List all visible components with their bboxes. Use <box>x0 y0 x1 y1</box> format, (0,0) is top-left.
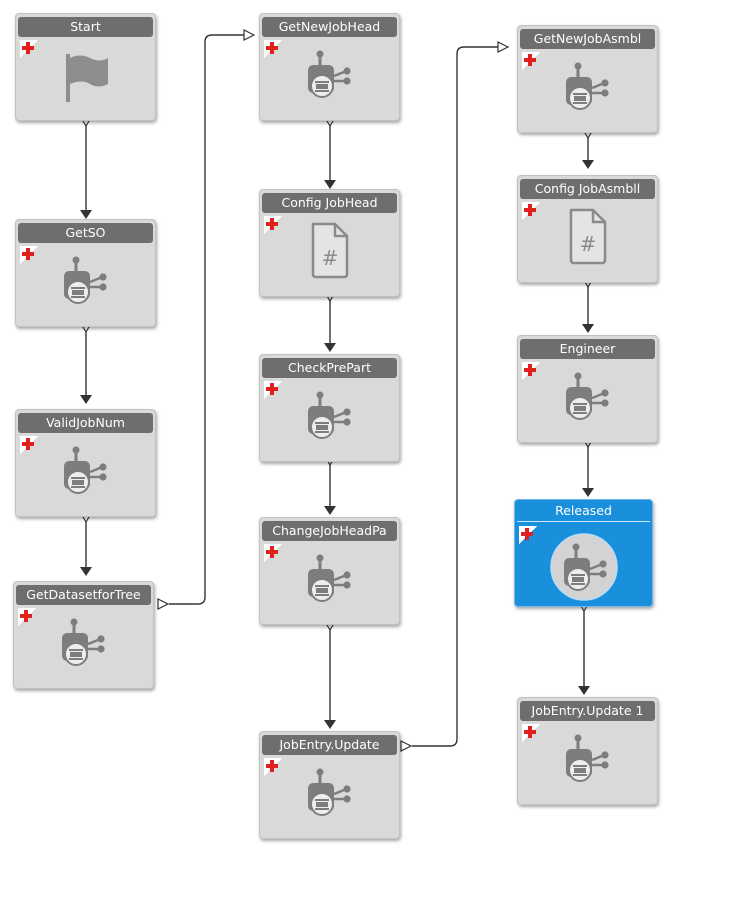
robot-icon <box>63 446 107 494</box>
add-icon[interactable] <box>264 544 282 562</box>
node-getdatasetfortree[interactable]: GetDatasetforTree <box>13 581 154 689</box>
output-port <box>157 598 170 610</box>
node-title: Engineer <box>520 339 655 359</box>
arrowhead <box>80 395 92 404</box>
node-engineer[interactable]: Engineer <box>517 335 658 443</box>
hash-document-icon: # <box>311 222 348 279</box>
robot-icon <box>549 533 618 601</box>
node-title: GetSO <box>18 223 153 243</box>
add-icon[interactable] <box>522 362 540 380</box>
robot-icon <box>565 734 609 782</box>
node-released-selected[interactable]: Released <box>514 499 653 607</box>
add-icon[interactable] <box>20 436 38 454</box>
robot-icon <box>565 372 609 420</box>
add-icon[interactable] <box>264 40 282 58</box>
robot-icon <box>307 554 351 602</box>
input-port <box>243 29 256 41</box>
svg-text:#: # <box>579 232 596 256</box>
arrowhead <box>582 488 594 497</box>
node-title: Config JobAsmbll <box>520 179 655 199</box>
add-icon[interactable] <box>20 40 38 58</box>
node-title: Config JobHead <box>262 193 397 213</box>
node-title: Start <box>18 17 153 37</box>
node-title: ChangeJobHeadPa <box>262 521 397 541</box>
add-icon[interactable] <box>522 202 540 220</box>
node-changejobheadpa[interactable]: ChangeJobHeadPa <box>259 517 400 625</box>
node-title: CheckPrePart <box>262 358 397 378</box>
arrowhead <box>80 210 92 219</box>
arrowhead <box>578 686 590 695</box>
node-validjobnum[interactable]: ValidJobNum <box>15 409 156 517</box>
arrowhead <box>324 343 336 352</box>
add-icon[interactable] <box>20 246 38 264</box>
node-title: ValidJobNum <box>18 413 153 433</box>
node-jobentryupdate[interactable]: JobEntry.Update <box>259 731 400 839</box>
arrowhead <box>324 720 336 729</box>
arrowhead <box>324 180 336 189</box>
arrowhead <box>582 324 594 333</box>
arrowhead <box>80 567 92 576</box>
node-start[interactable]: Start <box>15 13 156 121</box>
robot-icon <box>307 50 351 98</box>
add-icon[interactable] <box>264 758 282 776</box>
node-title: Released <box>517 501 650 522</box>
hash-document-icon: # <box>569 208 606 265</box>
arrowhead <box>324 506 336 515</box>
node-title: JobEntry.Update 1 <box>520 701 655 721</box>
node-title: JobEntry.Update <box>262 735 397 755</box>
node-title: GetNewJobHead <box>262 17 397 37</box>
flag-icon <box>65 54 108 102</box>
node-getnewjobasmbl[interactable]: GetNewJobAsmbl <box>517 25 658 133</box>
node-getso[interactable]: GetSO <box>15 219 156 327</box>
add-icon[interactable] <box>18 608 36 626</box>
connector-getdataset-getnewjobhead <box>169 34 244 605</box>
add-icon[interactable] <box>522 724 540 742</box>
node-title: GetNewJobAsmbl <box>520 29 655 49</box>
add-icon[interactable] <box>522 52 540 70</box>
robot-icon <box>61 618 105 666</box>
add-icon[interactable] <box>264 216 282 234</box>
node-configjobhead[interactable]: Config JobHead # <box>259 189 400 297</box>
robot-icon <box>307 768 351 816</box>
input-port <box>497 41 510 53</box>
robot-icon <box>63 256 107 304</box>
node-configjobasmbll[interactable]: Config JobAsmbll # <box>517 175 658 283</box>
node-jobentryupdate-1[interactable]: JobEntry.Update 1 <box>517 697 658 805</box>
node-checkprepart[interactable]: CheckPrePart <box>259 354 400 462</box>
output-port <box>400 740 413 752</box>
node-getnewjobhead[interactable]: GetNewJobHead <box>259 13 400 121</box>
arrowhead <box>582 160 594 169</box>
svg-text:#: # <box>321 246 338 270</box>
robot-icon <box>565 62 609 110</box>
add-icon[interactable] <box>264 381 282 399</box>
node-title: GetDatasetforTree <box>16 585 151 605</box>
add-icon[interactable] <box>519 526 537 544</box>
connector-jobentryupdate-getnewjobasmbl <box>412 46 498 747</box>
robot-icon <box>307 391 351 439</box>
